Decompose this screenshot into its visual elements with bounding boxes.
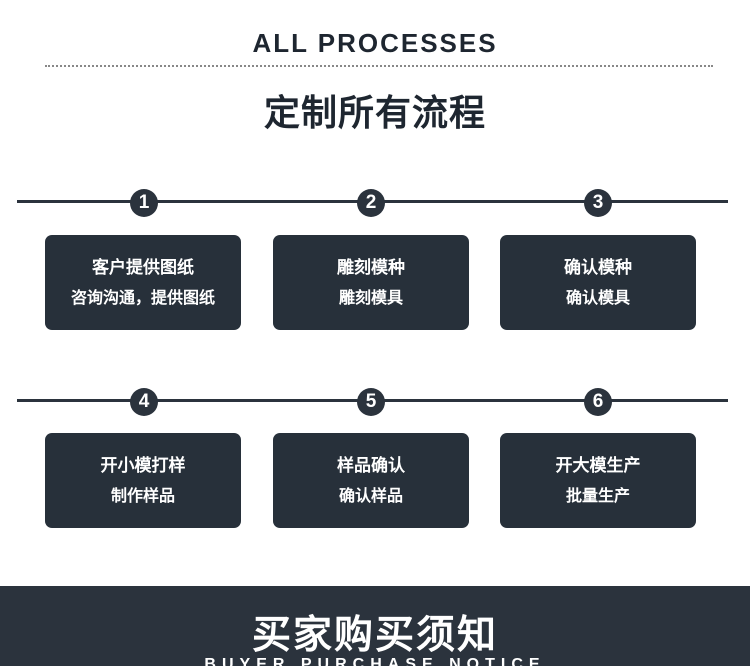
notice-title-en: BUYER PURCHASE NOTICE bbox=[204, 656, 546, 666]
step-card: 客户提供图纸 咨询沟通，提供图纸 bbox=[45, 235, 241, 330]
step-number-badge: 5 bbox=[357, 388, 385, 416]
step-title: 确认模种 bbox=[564, 257, 632, 278]
step-card: 样品确认 确认样品 bbox=[273, 433, 469, 528]
dotted-divider bbox=[45, 65, 713, 67]
step-number-badge: 2 bbox=[357, 189, 385, 217]
step-card: 开小模打样 制作样品 bbox=[45, 433, 241, 528]
step-number-badge: 6 bbox=[584, 388, 612, 416]
section-title-cn: 定制所有流程 bbox=[263, 93, 486, 134]
step-number-badge: 3 bbox=[584, 189, 612, 217]
notice-banner: 买家购买须知 BUYER PURCHASE NOTICE bbox=[0, 586, 750, 666]
step-number-badge: 4 bbox=[130, 388, 158, 416]
step-title: 样品确认 bbox=[337, 455, 405, 476]
step-title: 开大模生产 bbox=[555, 455, 641, 476]
step-title: 客户提供图纸 bbox=[92, 257, 194, 278]
step-subtitle: 确认模具 bbox=[565, 287, 630, 307]
step-subtitle: 咨询沟通，提供图纸 bbox=[70, 287, 215, 307]
step-card: 确认模种 确认模具 bbox=[500, 235, 696, 330]
step-number-badge: 1 bbox=[130, 189, 158, 217]
step-subtitle: 雕刻模具 bbox=[338, 287, 403, 307]
step-card: 雕刻模种 雕刻模具 bbox=[273, 235, 469, 330]
step-title: 开小模打样 bbox=[100, 455, 186, 476]
step-title: 雕刻模种 bbox=[337, 257, 405, 278]
notice-title-cn: 买家购买须知 bbox=[251, 613, 498, 658]
step-card: 开大模生产 批量生产 bbox=[500, 433, 696, 528]
step-subtitle: 批量生产 bbox=[565, 485, 630, 505]
step-subtitle: 制作样品 bbox=[110, 485, 175, 505]
section-title-en: ALL PROCESSES bbox=[252, 28, 498, 58]
step-subtitle: 确认样品 bbox=[338, 485, 403, 505]
